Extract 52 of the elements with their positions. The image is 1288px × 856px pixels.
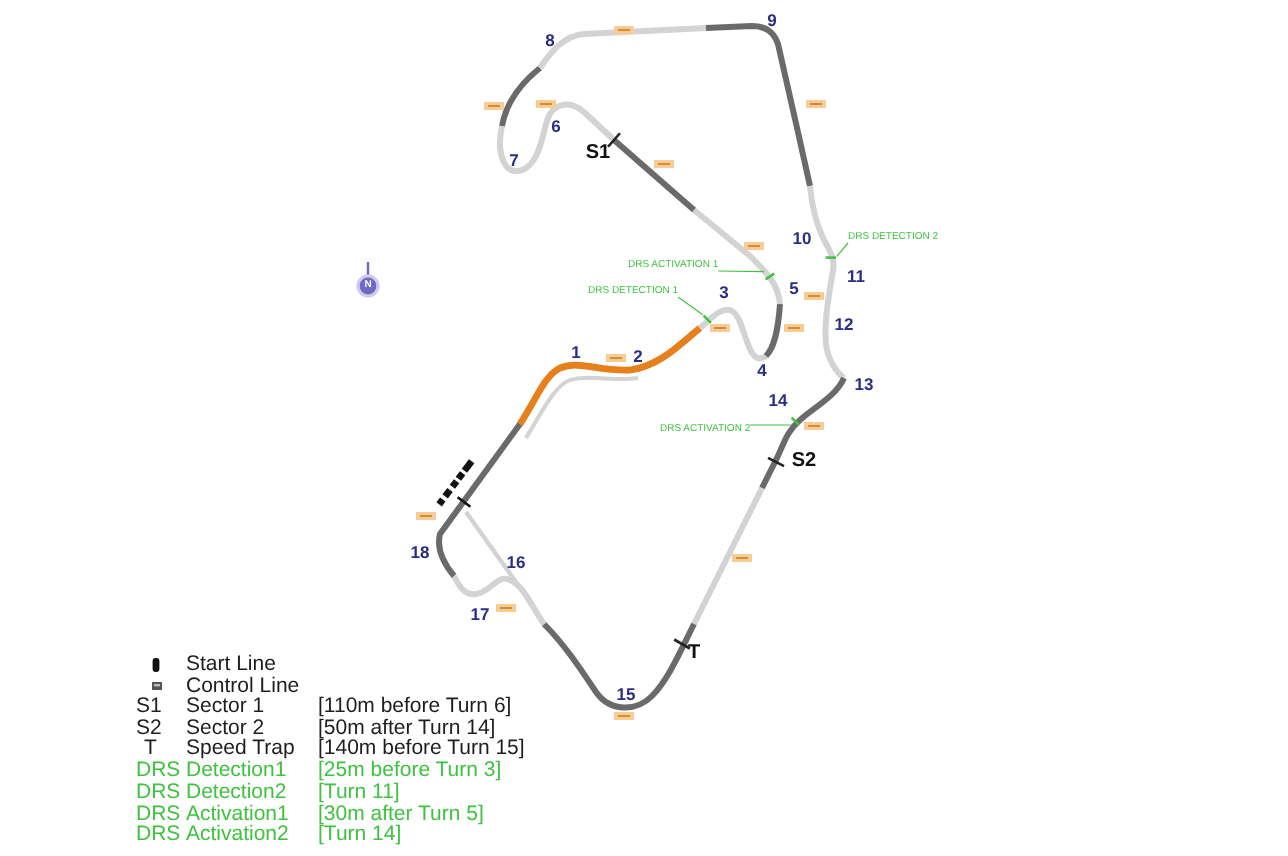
turn-number: 2	[633, 347, 643, 365]
leader-line	[717, 270, 765, 273]
drs-marker-icon	[764, 271, 776, 281]
marker-name: Speed Trap	[186, 738, 295, 760]
speed-trap-label: T	[687, 644, 701, 664]
turn-number: 15	[616, 685, 636, 703]
marker-note: [25m before Turn 3]	[318, 760, 502, 782]
turn-number: 13	[854, 375, 874, 393]
turn-number: 17	[470, 605, 490, 623]
turn-number: 6	[551, 117, 561, 135]
turn-number: 1	[571, 343, 581, 361]
turn-number: 4	[757, 361, 767, 379]
turn-number: 5	[789, 279, 799, 297]
turn-number: 14	[768, 391, 788, 409]
drs-marker-icon	[702, 314, 714, 326]
leader-line	[836, 242, 849, 257]
marker-code: T	[144, 738, 157, 760]
marker-code: S2	[136, 717, 162, 739]
marker-code: DRS	[136, 781, 181, 803]
marker-name: Sector 1	[186, 696, 265, 717]
drs-marker-icon	[823, 256, 837, 260]
leader-line	[677, 296, 704, 316]
marker-note: [50m after Turn 14]	[318, 717, 496, 739]
marker-note: [Turn 14]	[318, 824, 402, 846]
turn-number: 9	[767, 11, 777, 29]
marker-name: Sector 2	[186, 717, 265, 739]
legend-label: Control Line	[186, 676, 300, 697]
sector-marker-label: S1	[585, 144, 611, 164]
turn-number: 16	[506, 553, 526, 571]
marker-name: Activation1	[186, 803, 289, 824]
marker-name: Detection1	[186, 760, 287, 782]
marker-code: S1	[136, 696, 162, 717]
marker-note: [30m after Turn 5]	[318, 803, 484, 824]
marker-code: DRS	[136, 803, 181, 824]
sector-marker-label: S2	[791, 452, 817, 472]
marker-note: [110m before Turn 6]	[318, 696, 512, 717]
turn-number: 7	[509, 151, 519, 169]
turn-number: 12	[834, 315, 854, 333]
leader-line	[749, 424, 792, 426]
marker-note: [Turn 11]	[318, 781, 400, 803]
turn-number: 8	[545, 31, 555, 49]
marker-name: Activation2	[186, 824, 289, 846]
legend-label: Start Line	[186, 654, 276, 675]
turn-number: 11	[847, 267, 865, 285]
turn-number: 18	[410, 543, 430, 561]
marker-code: DRS	[136, 824, 181, 846]
turn-number: 3	[719, 283, 729, 301]
turn-number: 10	[792, 229, 812, 247]
marker-note: [140m before Turn 15]	[318, 738, 525, 760]
drs-marker-icon	[790, 416, 802, 428]
marker-code: DRS	[136, 760, 181, 782]
marker-name: Detection2	[186, 781, 287, 803]
